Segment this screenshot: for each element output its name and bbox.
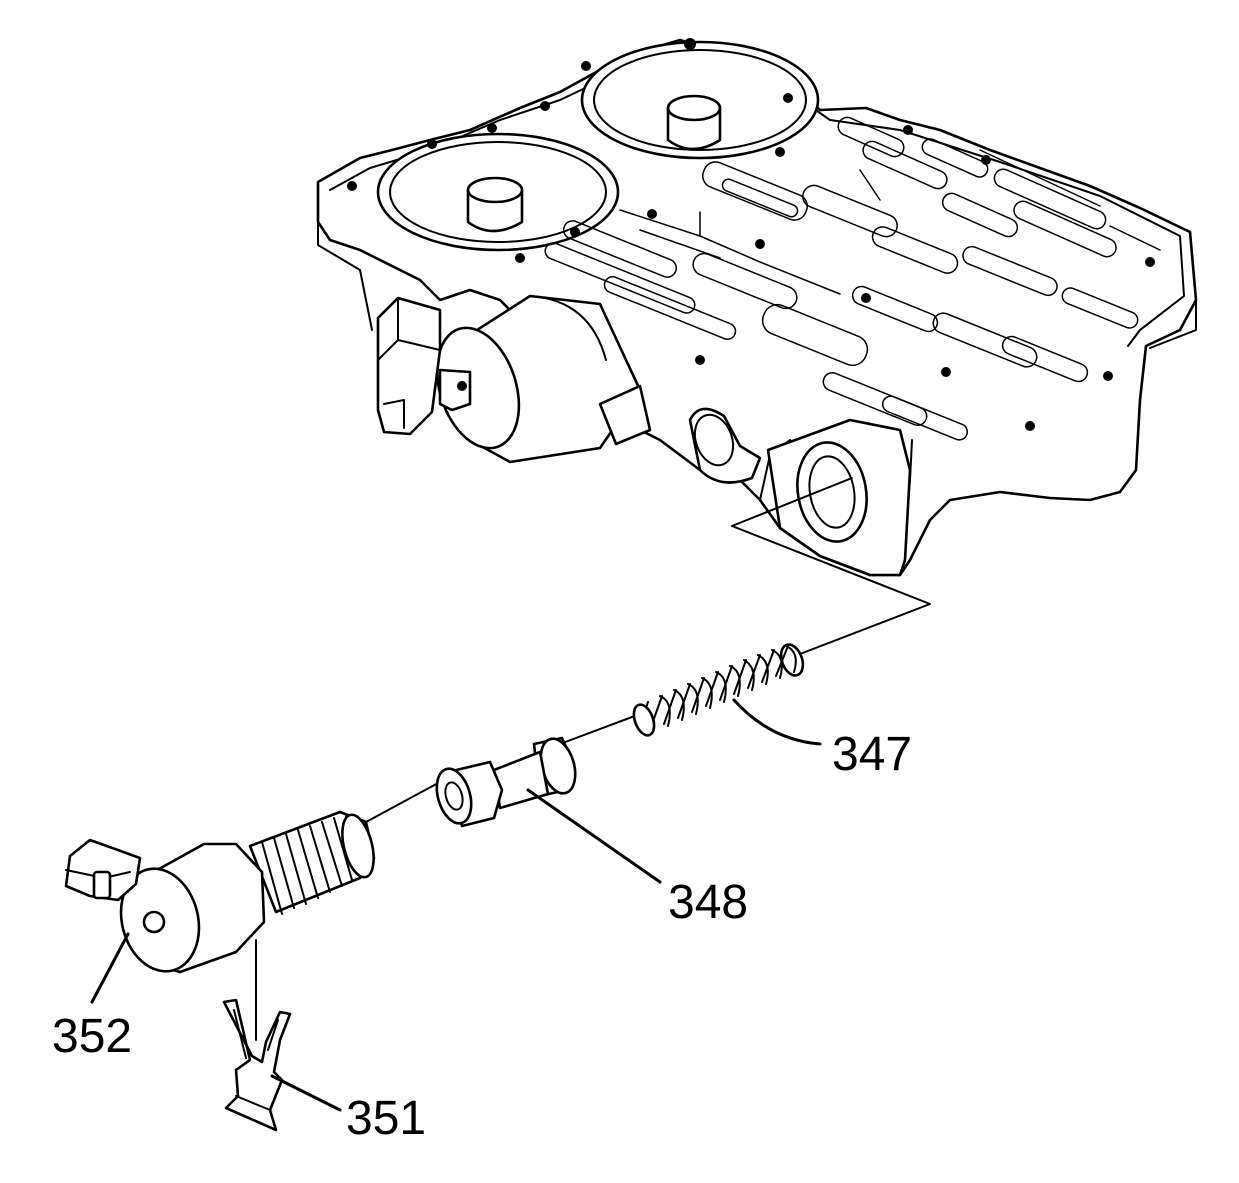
valve-348 xyxy=(435,736,577,828)
mounted-solenoid-terminal xyxy=(438,368,472,412)
upper-boss-top xyxy=(666,94,722,122)
callout-352: 352 xyxy=(52,1010,132,1063)
mounted-solenoid xyxy=(376,294,652,464)
assembly-centerline xyxy=(255,477,931,1041)
callout-351: 351 xyxy=(346,1092,426,1145)
lower-boss-top xyxy=(466,176,524,204)
mounted-solenoid-connector xyxy=(376,296,442,436)
leader-lines xyxy=(90,698,822,1112)
port-ring xyxy=(688,407,762,484)
valve-end xyxy=(435,767,473,825)
worm-tracks xyxy=(544,116,1161,441)
callout-347: 347 xyxy=(832,728,912,781)
lower-bore-inner xyxy=(389,141,607,243)
port-bore xyxy=(796,441,868,543)
callout-labels: 347 348 352 351 xyxy=(52,728,912,1145)
solenoid-connector xyxy=(64,838,142,902)
leader-352 xyxy=(90,932,130,1004)
spring-coils xyxy=(639,645,797,731)
bolt-holes xyxy=(347,38,1155,431)
solenoid-352 xyxy=(64,810,376,974)
leader-348 xyxy=(526,788,662,884)
spring-347 xyxy=(632,643,805,737)
valve-body-side-face xyxy=(317,221,1197,576)
upper-bore-inner xyxy=(593,49,807,151)
callout-348: 348 xyxy=(668,876,748,929)
leader-347 xyxy=(732,698,822,746)
valve-body xyxy=(316,38,1198,577)
port-boss xyxy=(688,407,912,577)
leader-351 xyxy=(270,1074,342,1112)
